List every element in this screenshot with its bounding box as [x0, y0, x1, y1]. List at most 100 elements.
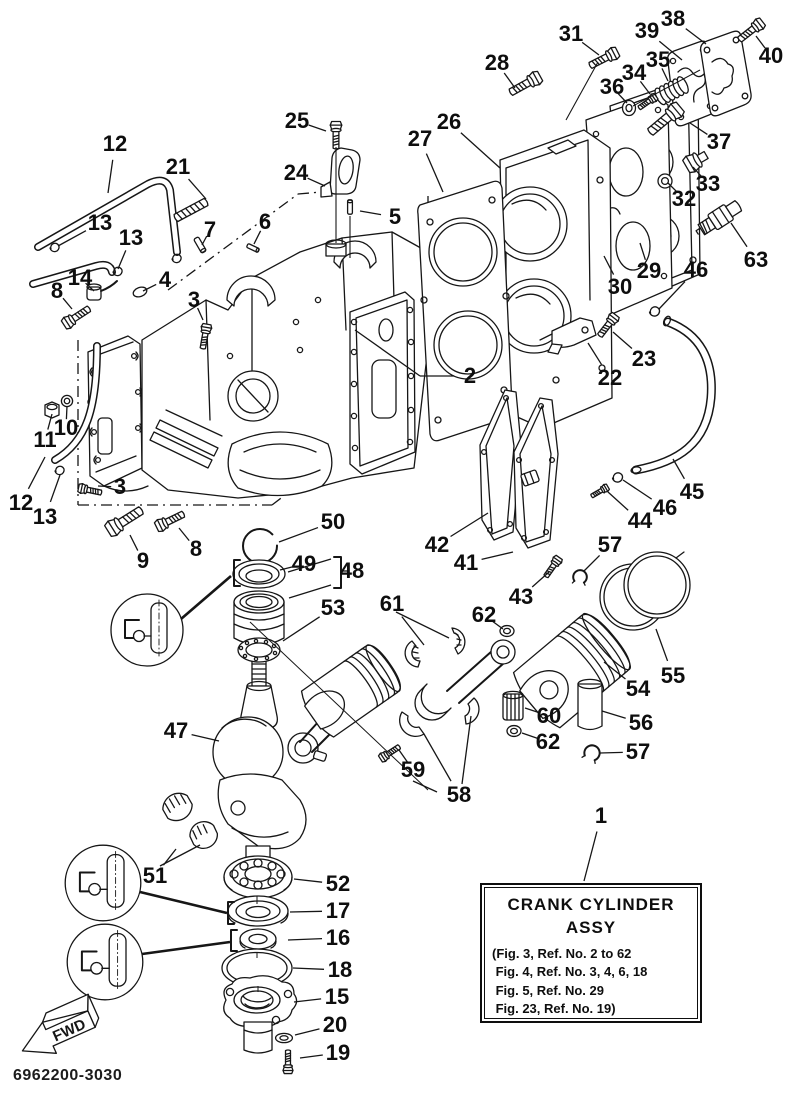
callout-60: 60 — [536, 703, 562, 728]
callout-58: 58 — [446, 782, 472, 807]
callout-38: 38 — [660, 6, 686, 31]
callout-14: 14 — [67, 265, 93, 290]
callout-13: 13 — [118, 225, 144, 250]
cylinder-base-gasket — [417, 180, 513, 442]
valve-seat — [621, 99, 637, 117]
callout-47: 47 — [163, 718, 189, 743]
ball-bearing — [223, 855, 293, 899]
callout-28: 28 — [484, 50, 510, 75]
crankcase-centre-block — [141, 231, 431, 499]
callout-39: 39 — [634, 18, 660, 43]
callout-13: 13 — [32, 504, 58, 529]
callout-37: 37 — [706, 129, 732, 154]
callout-35: 35 — [645, 47, 671, 72]
dowel-pin-details — [64, 593, 184, 1001]
callout-30: 30 — [607, 274, 633, 299]
callout-5: 5 — [388, 204, 402, 229]
drawing-code: 6962200-3030 — [13, 1067, 123, 1084]
upper-bearing-stack — [232, 528, 286, 663]
bearing-housing — [233, 590, 285, 646]
callout-46: 46 — [683, 257, 709, 282]
callout-15: 15 — [324, 984, 350, 1009]
callout-59: 59 — [400, 757, 426, 782]
spark-plug — [695, 200, 743, 236]
plug-and-sparkplug — [657, 150, 743, 236]
fuel-hoses — [29, 176, 261, 476]
callout-49: 49 — [291, 551, 317, 576]
callout-57: 57 — [597, 532, 623, 557]
callout-62: 62 — [535, 729, 561, 754]
piston-right — [512, 551, 691, 765]
callout-54: 54 — [625, 676, 651, 701]
lower-stack — [221, 855, 298, 1074]
info-title-line2: ASSY — [565, 917, 617, 937]
callout-61: 61 — [379, 591, 405, 616]
callout-19: 19 — [325, 1040, 351, 1065]
lower-cap-15 — [223, 975, 298, 1054]
callout-50: 50 — [320, 509, 346, 534]
grouping-brackets — [227, 556, 342, 952]
callout-21: 21 — [165, 154, 191, 179]
callout-27: 27 — [407, 126, 433, 151]
info-detail-line: Fig. 23, Ref. No. 19) — [492, 1001, 616, 1017]
info-title-line1: CRANK CYLINDER — [507, 895, 675, 914]
callout-22: 22 — [597, 365, 623, 390]
oil-seal-17 — [227, 895, 289, 927]
callout-24: 24 — [283, 160, 309, 185]
callout-11: 11 — [33, 427, 57, 452]
crankcase-side-covers — [479, 389, 611, 587]
callout-62: 62 — [471, 602, 497, 627]
callout-7: 7 — [203, 217, 217, 242]
construction-lines — [139, 61, 701, 992]
nut-11 — [44, 401, 60, 419]
info-detail-line: Fig. 4, Ref. No. 3, 4, 6, 18 — [492, 964, 648, 980]
fwd-label: FWD — [50, 1016, 88, 1045]
callout-17: 17 — [325, 898, 351, 923]
callout-43: 43 — [508, 584, 534, 609]
callout-48: 48 — [339, 558, 365, 583]
callout-3: 3 — [113, 474, 127, 499]
callout-3: 3 — [187, 287, 201, 312]
leader-lines — [27, 28, 766, 1059]
crankshaft — [212, 655, 328, 875]
callout-25: 25 — [284, 108, 310, 133]
callout-20: 20 — [322, 1012, 348, 1037]
breather-hose — [611, 306, 716, 483]
oil-seal-16 — [239, 928, 277, 950]
callout-33: 33 — [695, 171, 721, 196]
piston-left — [299, 644, 401, 753]
assembly-info-box: CRANK CYLINDER ASSY (Fig. 3, Ref. No. 2 … — [480, 883, 702, 1023]
callout-63: 63 — [743, 247, 769, 272]
callout-42: 42 — [424, 532, 450, 557]
callout-26: 26 — [436, 109, 462, 134]
callout-18: 18 — [327, 957, 353, 982]
callout-41: 41 — [453, 550, 479, 575]
callout-34: 34 — [621, 60, 647, 85]
callout-55: 55 — [660, 663, 686, 688]
info-detail-line: Fig. 5, Ref. No. 29 — [492, 982, 604, 998]
callout-10: 10 — [53, 415, 79, 440]
callout-53: 53 — [320, 595, 346, 620]
callout-44: 44 — [627, 508, 653, 533]
callout-57: 57 — [625, 739, 651, 764]
callout-1: 1 — [594, 803, 608, 828]
elbow-fitting — [86, 280, 118, 301]
callout-8: 8 — [189, 536, 203, 561]
thrust-plate — [237, 637, 281, 663]
stud-21 — [173, 197, 209, 223]
callout-12: 12 — [8, 490, 34, 515]
anode-bracket — [539, 311, 621, 355]
callout-56: 56 — [628, 710, 654, 735]
callout-52: 52 — [325, 871, 351, 896]
crankcase-left-half — [87, 335, 149, 492]
callout-51: 51 — [142, 863, 168, 888]
callout-36: 36 — [599, 74, 625, 99]
callout-40: 40 — [758, 43, 784, 68]
callout-9: 9 — [136, 548, 150, 573]
piston-pin — [577, 678, 603, 731]
fwd-arrow: FWD — [21, 993, 100, 1054]
assembly-info-box-inner: CRANK CYLINDER ASSY (Fig. 3, Ref. No. 2 … — [484, 887, 698, 1019]
callout-13: 13 — [87, 210, 113, 235]
